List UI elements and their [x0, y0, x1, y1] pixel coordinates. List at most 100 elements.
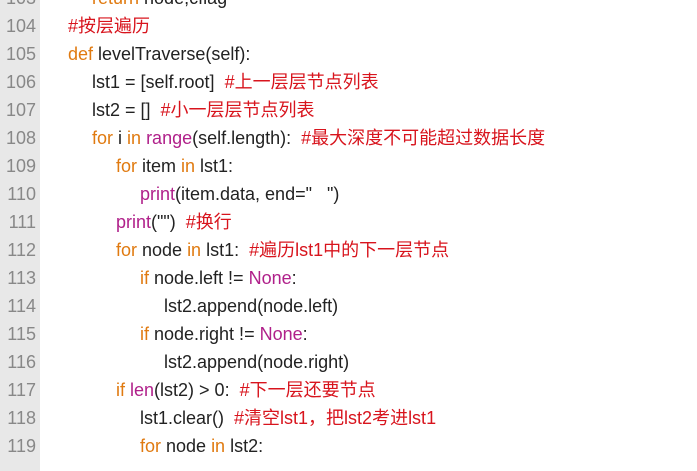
code-token: lst2.append(node.left)	[164, 296, 339, 316]
comment-token: #换行	[185, 212, 232, 232]
code-line[interactable]: 113 if node.left != None:	[0, 264, 697, 292]
keyword-token: for	[92, 128, 114, 148]
line-number: 105	[5, 44, 36, 64]
comment-token: #下一层还要节点	[239, 380, 376, 400]
line-number: 104	[5, 16, 36, 36]
comment-token: #按层遍历	[68, 16, 151, 36]
code-line[interactable]: 110 print(item.data, end=" ")	[0, 180, 697, 208]
line-number: 109	[5, 156, 36, 176]
line-number: 112	[7, 240, 36, 260]
keyword-token: return	[92, 0, 139, 8]
code-token: item	[137, 156, 182, 176]
code-token: node.left !=	[149, 268, 249, 288]
code-text: print(item.data, end=" ")	[140, 180, 339, 208]
code-line[interactable]: 112 for node in lst1: #遍历lst1中的下一层节点	[0, 236, 697, 264]
code-area[interactable]: 103 return node,cflag 104 #按层遍历 105 def level…	[0, 0, 697, 460]
keyword-token: if	[140, 268, 149, 288]
code-token: lst2 = []	[92, 100, 161, 120]
code-text: lst1 = [self.root] #上一层层节点列表	[92, 68, 379, 96]
code-line[interactable]: 116 lst2.append(node.right)	[0, 348, 697, 376]
line-number: 106	[5, 72, 36, 92]
code-line[interactable]: 119 for node in lst2:	[0, 432, 697, 460]
comment-token: #遍历lst1中的下一层节点	[249, 240, 450, 260]
keyword-token: if	[140, 324, 149, 344]
code-token: (self.length):	[192, 128, 302, 148]
builtin-token: None	[248, 268, 292, 288]
code-token: lst2:	[225, 436, 264, 456]
comment-token: #上一层层节点列表	[224, 72, 379, 92]
line-number: 115	[7, 324, 36, 344]
code-token: (lst2) > 0:	[154, 380, 240, 400]
code-line[interactable]: 107 lst2 = [] #小一层层节点列表	[0, 96, 697, 124]
code-text: if node.right != None:	[140, 320, 308, 348]
code-text: def levelTraverse(self):	[68, 40, 250, 68]
code-token: i	[113, 128, 128, 148]
code-token: ("")	[151, 212, 186, 232]
builtin-token: range	[146, 128, 193, 148]
code-line[interactable]: 108 for i in range(self.length): #最大深度不可能…	[0, 124, 697, 152]
code-text: if node.left != None:	[140, 264, 297, 292]
keyword-token: for	[116, 240, 138, 260]
code-text: lst1.clear() #清空lst1，把lst2考进lst1	[140, 404, 436, 432]
builtin-token: print	[116, 212, 152, 232]
line-number: 107	[5, 100, 36, 120]
code-token: lst1:	[195, 156, 234, 176]
keyword-token: for	[116, 156, 138, 176]
code-text: #按层遍历	[68, 12, 150, 40]
code-text: if len(lst2) > 0: #下一层还要节点	[116, 376, 376, 404]
code-token: levelTraverse(self):	[93, 44, 251, 64]
code-token: lst1.clear()	[140, 408, 235, 428]
code-line[interactable]: 111 print("") #换行	[0, 208, 697, 236]
comment-token: #小一层层节点列表	[160, 100, 315, 120]
line-number: 118	[7, 408, 36, 428]
line-number: 117	[7, 380, 36, 400]
code-text: for i in range(self.length): #最大深度不可能超过数…	[92, 124, 545, 152]
line-number: 103	[0, 0, 36, 12]
code-token: (item.data, end=" ")	[175, 184, 340, 204]
line-number: 119	[7, 436, 36, 456]
code-line[interactable]: 106 lst1 = [self.root] #上一层层节点列表	[0, 68, 697, 96]
code-line[interactable]: 103 return node,cflag	[0, 0, 697, 12]
builtin-token: None	[259, 324, 303, 344]
line-number: 114	[7, 296, 36, 316]
code-text: lst2 = [] #小一层层节点列表	[92, 96, 315, 124]
keyword-token: in	[187, 240, 202, 260]
code-text: lst2.append(node.right)	[164, 348, 349, 376]
builtin-token: print	[140, 184, 176, 204]
code-token: node	[137, 240, 188, 260]
line-number: 110	[7, 184, 36, 204]
code-line[interactable]: 118 lst1.clear() #清空lst1，把lst2考进lst1	[0, 404, 697, 432]
line-number: 111	[8, 212, 36, 232]
code-line[interactable]: 117 if len(lst2) > 0: #下一层还要节点	[0, 376, 697, 404]
line-number: 113	[7, 268, 36, 288]
code-token: lst2.append(node.right)	[164, 352, 350, 372]
code-line[interactable]: 104 #按层遍历	[0, 12, 697, 40]
code-token: node,cflag	[139, 0, 227, 8]
code-line[interactable]: 114 lst2.append(node.left)	[0, 292, 697, 320]
code-token: lst1:	[201, 240, 250, 260]
builtin-token: len	[130, 380, 155, 400]
code-token: node	[161, 436, 212, 456]
keyword-token: if	[116, 380, 125, 400]
code-line[interactable]: 105 def levelTraverse(self):	[0, 40, 697, 68]
line-number-gutter	[0, 0, 40, 471]
comment-token: #最大深度不可能超过数据长度	[301, 128, 546, 148]
code-token: lst1 = [self.root]	[92, 72, 225, 92]
code-text: return node,cflag	[92, 0, 227, 12]
code-text: for item in lst1:	[116, 152, 233, 180]
code-line[interactable]: 115 if node.right != None:	[0, 320, 697, 348]
keyword-token: in	[181, 156, 196, 176]
code-line[interactable]: 109 for item in lst1:	[0, 152, 697, 180]
code-text: lst2.append(node.left)	[164, 292, 338, 320]
code-text: print("") #换行	[116, 208, 232, 236]
line-number: 116	[7, 352, 36, 372]
keyword-token: def	[68, 44, 94, 64]
line-number: 108	[5, 128, 36, 148]
code-token: :	[291, 268, 297, 288]
comment-token: #清空lst1，把lst2考进lst1	[234, 408, 437, 428]
code-token: node.right !=	[149, 324, 260, 344]
keyword-token: for	[140, 436, 162, 456]
keyword-token: in	[211, 436, 226, 456]
code-text: for node in lst1: #遍历lst1中的下一层节点	[116, 236, 449, 264]
